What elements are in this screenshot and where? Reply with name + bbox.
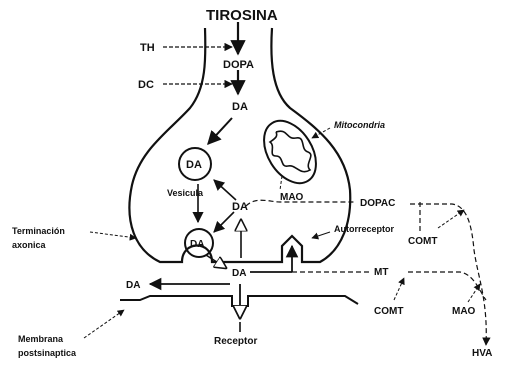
comt-right-pointer — [438, 210, 464, 228]
autoreceptor-pointer — [312, 232, 330, 238]
autorreceptor-label: Autorreceptor — [334, 224, 395, 234]
hva-label: HVA — [472, 348, 492, 359]
membrana-label-2: postsinaptica — [18, 348, 77, 358]
arrow-da-to-vesicle2 — [214, 212, 234, 232]
dopac-label: DOPAC — [360, 198, 395, 209]
vesicula-label: Vesicula — [167, 188, 204, 198]
terminacion-pointer — [90, 232, 136, 238]
membrana-pointer — [84, 310, 124, 338]
da-center-label: DA — [232, 201, 248, 213]
da-vesicle-1-label: DA — [186, 159, 202, 171]
dopa-label: DOPA — [223, 59, 254, 71]
mitocondria-label: Mitocondria — [334, 120, 385, 130]
mt-to-hva-dashed — [408, 272, 486, 300]
terminacion-label-1: Terminación — [12, 226, 65, 236]
receptor-label: Receptor — [214, 336, 257, 347]
postsynaptic-membrane — [120, 296, 358, 306]
mt-label: MT — [374, 267, 388, 278]
membrana-label-1: Membrana — [18, 334, 64, 344]
da-left-label: DA — [126, 280, 140, 291]
title-label: TIROSINA — [206, 7, 278, 24]
da-released-label: DA — [232, 268, 246, 279]
dopac-to-hva-dashed — [410, 204, 486, 345]
comt-bottom-pointer — [394, 278, 404, 300]
dc-label: DC — [138, 79, 154, 91]
comt-bottom-label: COMT — [374, 306, 403, 317]
da-top-label: DA — [232, 101, 248, 113]
mao-link — [280, 176, 282, 190]
mao-right-label: MAO — [452, 306, 476, 317]
th-label: TH — [140, 42, 155, 54]
arrow-da-vesicle — [208, 118, 232, 144]
terminacion-label-2: axonica — [12, 240, 47, 250]
da-vesicle-2-label: DA — [190, 239, 204, 250]
mitochondria-pointer — [312, 128, 330, 138]
arrow-da-to-vesicle — [214, 180, 236, 200]
comt-right-label: COMT — [408, 236, 437, 247]
mao-inner-label: MAO — [280, 192, 304, 203]
mitochondrion — [253, 112, 326, 193]
